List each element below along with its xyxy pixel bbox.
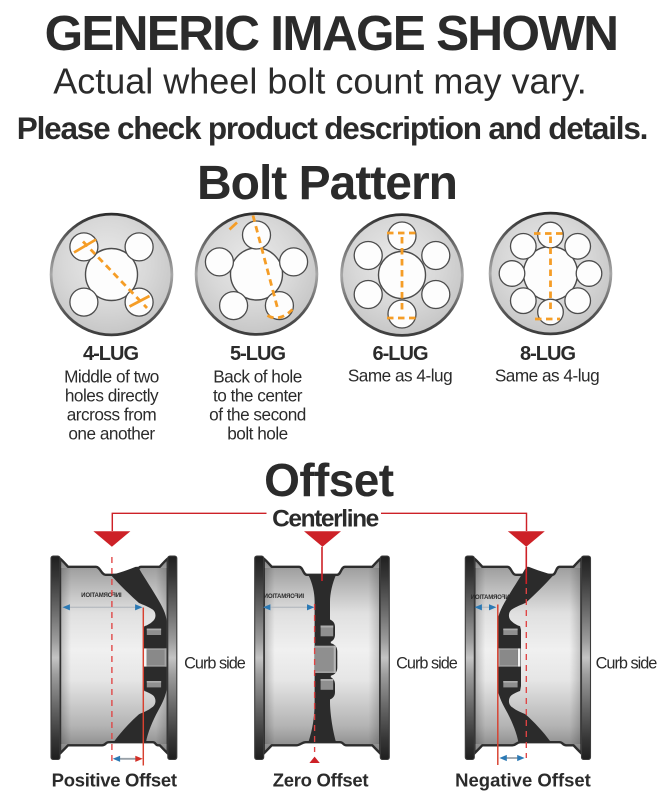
svg-text:GENERIC IMAGE SHOWN: GENERIC IMAGE SHOWN: [45, 6, 618, 61]
svg-text:Actual wheel bolt count may va: Actual wheel bolt count may vary.: [53, 61, 587, 102]
svg-text:6-LUG: 6-LUG: [373, 343, 428, 365]
svg-text:holes directly: holes directly: [65, 385, 159, 405]
svg-text:Negative Offset: Negative Offset: [455, 770, 591, 791]
svg-text:Zero Offset: Zero Offset: [273, 770, 369, 791]
svg-text:INFORMATION: INFORMATION: [471, 595, 511, 601]
svg-text:Same as 4-lug: Same as 4-lug: [348, 366, 452, 386]
svg-text:Offset: Offset: [264, 454, 394, 506]
svg-text:8-LUG: 8-LUG: [520, 343, 575, 365]
svg-text:INFORMATION: INFORMATION: [81, 593, 121, 599]
svg-text:Curb side: Curb side: [396, 655, 458, 673]
svg-text:Please check product descripti: Please check product description and det…: [17, 110, 647, 146]
svg-text:Curb side: Curb side: [184, 655, 246, 673]
svg-text:arcross from: arcross from: [67, 404, 157, 424]
svg-text:INFORMATION: INFORMATION: [264, 594, 304, 600]
svg-text:4-LUG: 4-LUG: [83, 343, 138, 365]
svg-text:to the center: to the center: [213, 386, 303, 406]
svg-text:Bolt Pattern: Bolt Pattern: [197, 157, 457, 210]
svg-text:Centerline: Centerline: [272, 506, 379, 533]
svg-text:Curb side: Curb side: [596, 655, 658, 673]
svg-text:Same as 4-lug: Same as 4-lug: [495, 366, 599, 386]
svg-text:5-LUG: 5-LUG: [230, 343, 285, 365]
svg-text:Positive Offset: Positive Offset: [52, 770, 177, 791]
svg-text:one another: one another: [68, 423, 155, 443]
svg-text:bolt hole: bolt hole: [227, 424, 287, 444]
svg-text:Middle of two: Middle of two: [64, 366, 159, 386]
svg-text:Back of hole: Back of hole: [213, 367, 302, 387]
svg-text:of the second: of the second: [209, 405, 306, 425]
